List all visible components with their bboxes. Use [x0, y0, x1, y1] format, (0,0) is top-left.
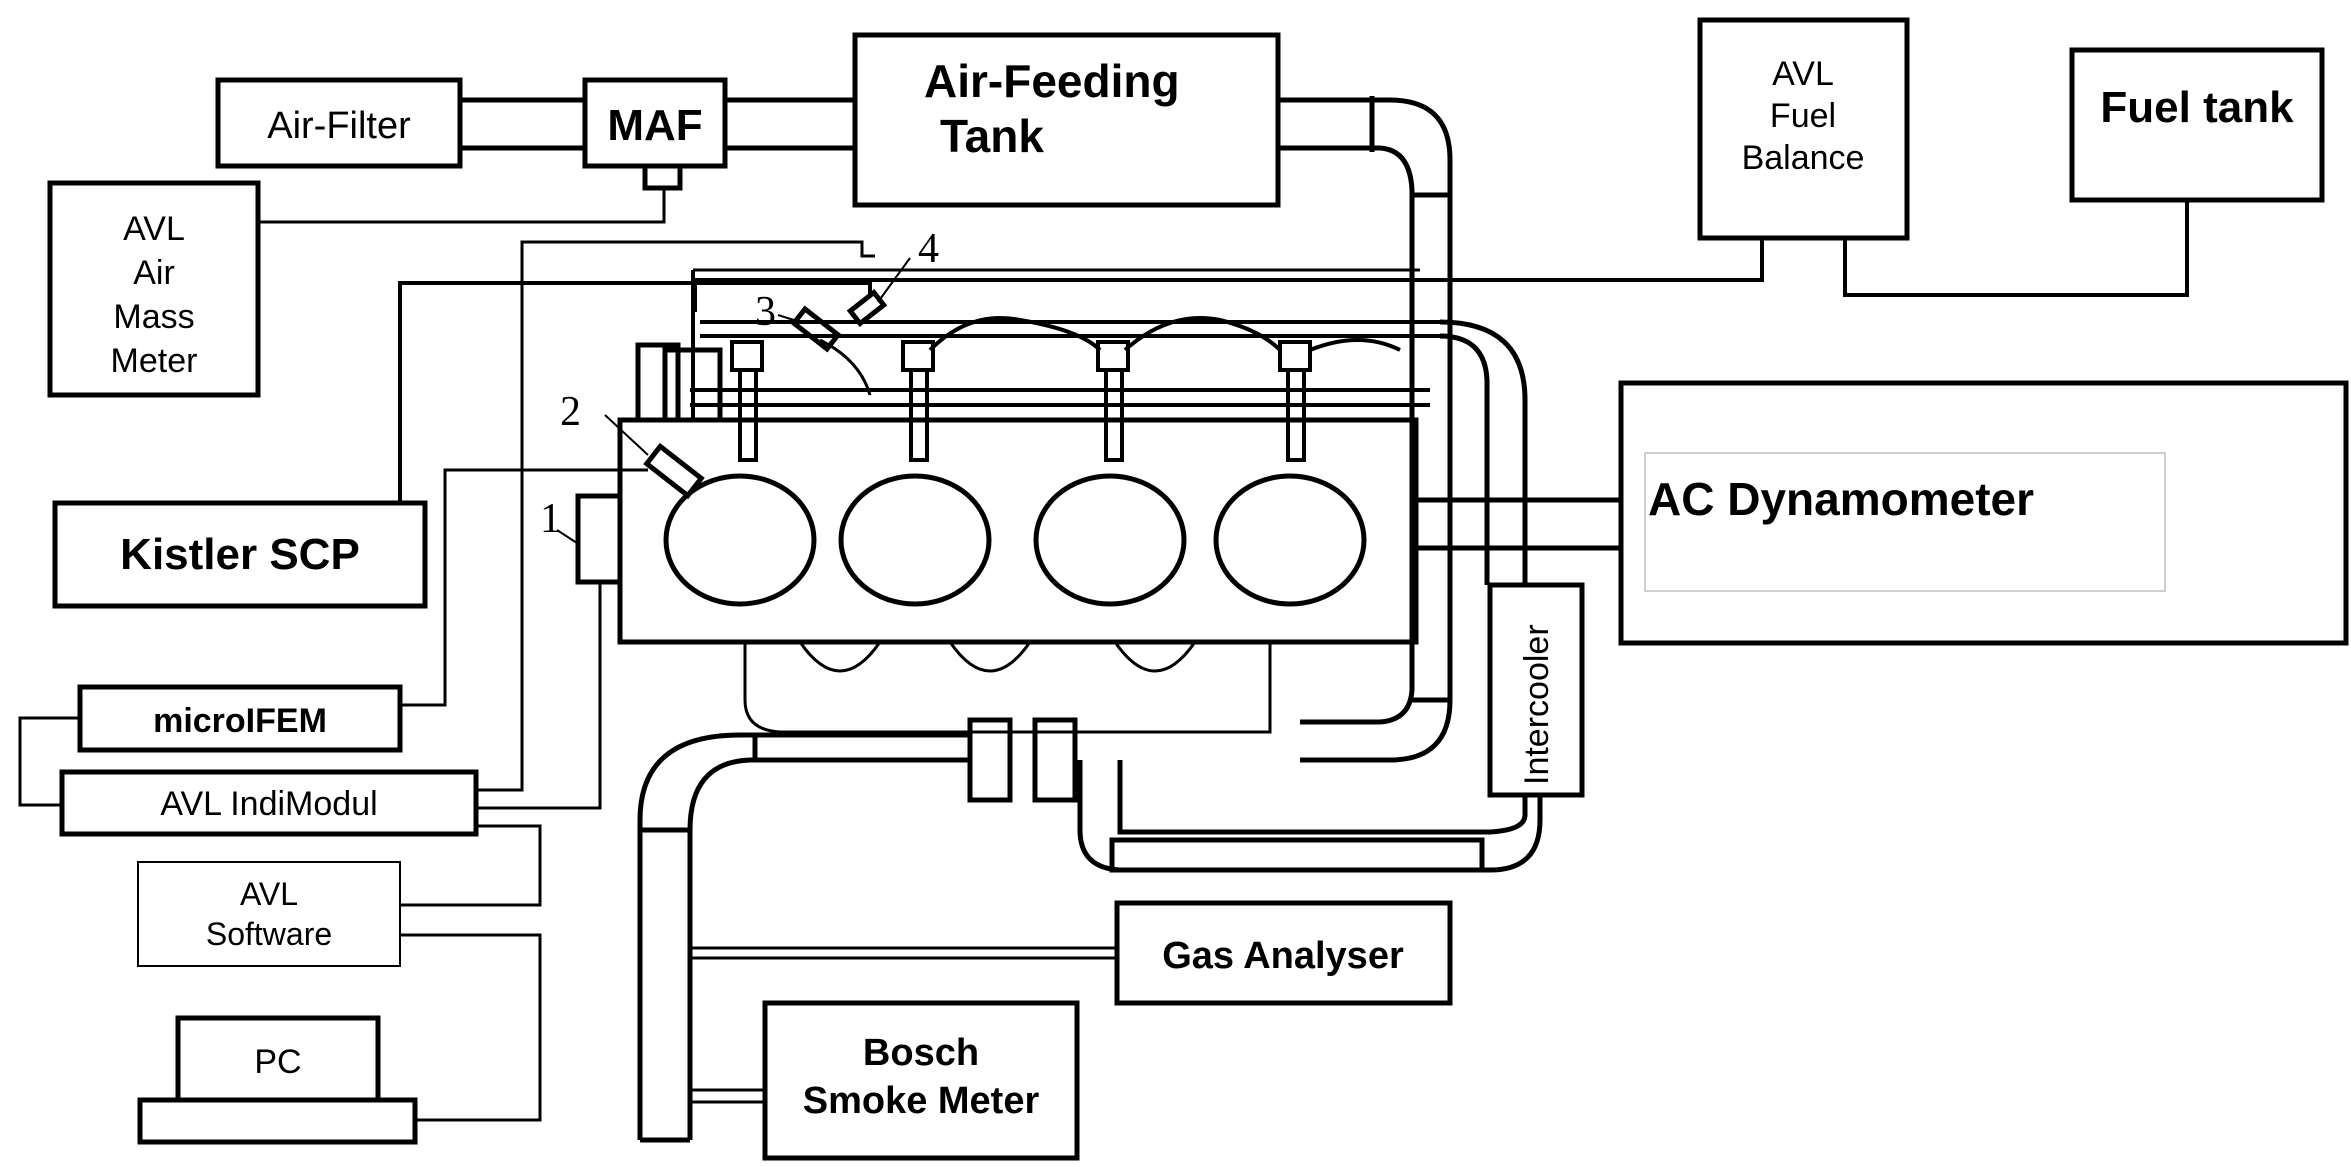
- microifem-label: microIFEM: [153, 702, 327, 740]
- intercooler-piping: Intercooler: [967, 319, 1585, 873]
- software-line1: AVL: [240, 876, 298, 912]
- callout-3: 3: [755, 289, 776, 335]
- crank-angle-encoder: [575, 493, 623, 585]
- smoke-meter-line1: Bosch: [863, 1032, 979, 1074]
- sensor-4: [846, 288, 888, 328]
- microifem-box: microIFEM: [77, 684, 403, 753]
- air-filter-label: Air-Filter: [267, 105, 411, 147]
- kistler-scp-box: Kistler SCP: [52, 500, 428, 609]
- dynamometer-shaft: [1413, 497, 1624, 551]
- intake-manifold-pipe: [1300, 96, 1453, 763]
- maf-box: MAF: [582, 77, 728, 191]
- sensor-2: [643, 442, 705, 500]
- indimodul-wire-a: [476, 240, 875, 792]
- indimodul-label: AVL IndiModul: [160, 785, 377, 823]
- air-tank-label-line2: Tank: [940, 110, 1044, 162]
- cylinder-2: [838, 473, 992, 607]
- maf-sensor: [642, 163, 683, 191]
- fuel-balance-line1: AVL: [1772, 55, 1834, 93]
- fuel-supply-line: [693, 238, 1764, 312]
- exhaust-pipe: [637, 732, 970, 1143]
- kistler-label: Kistler SCP: [120, 530, 360, 579]
- fuel-balance-line3: Balance: [1742, 139, 1865, 177]
- fuel-balance-line2: Fuel: [1770, 97, 1836, 135]
- software-line2: Software: [206, 916, 332, 952]
- software-pc-link: [400, 933, 542, 1122]
- sensor-3: [790, 305, 872, 396]
- air-mass-meter-line2: Air: [133, 254, 175, 292]
- cylinder-3: [1033, 473, 1187, 607]
- intercooler-label: Intercooler: [1518, 624, 1556, 785]
- kistler-wire: [398, 281, 872, 503]
- air-mass-meter-line1: AVL: [123, 210, 185, 248]
- smoke-meter-line2: Smoke Meter: [803, 1080, 1040, 1122]
- air-feeding-tank-box: Air-Feeding Tank: [852, 32, 1281, 208]
- avl-fuel-balance-box: AVL Fuel Balance: [1697, 17, 1910, 241]
- air-filter-box: Air-Filter: [215, 77, 463, 169]
- fuel-tank-box: Fuel tank: [2069, 47, 2325, 203]
- engine-block: [575, 268, 1440, 734]
- maf-signal-wire: [258, 188, 666, 224]
- callout-1: 1: [540, 496, 561, 542]
- maf-label: MAF: [607, 101, 702, 150]
- dynamometer-label: AC Dynamometer: [1648, 473, 2034, 525]
- callout-2: 2: [560, 389, 581, 435]
- fuel-tank-label: Fuel tank: [2100, 83, 2294, 132]
- avl-air-mass-meter-box: AVL Air Mass Meter: [47, 180, 261, 398]
- gas-analyser-label: Gas Analyser: [1162, 935, 1404, 977]
- air-intake-pipe: [460, 97, 1380, 151]
- avl-indimodul-box: AVL IndiModul: [59, 769, 479, 837]
- air-tank-label-line1: Air-Feeding: [924, 55, 1180, 107]
- pressure-sensor-wire: [400, 468, 648, 707]
- callout-4: 4: [918, 226, 939, 272]
- pc-label: PC: [254, 1043, 301, 1081]
- ac-dynamometer-box: AC Dynamometer: [1618, 380, 2349, 646]
- air-mass-meter-line3: Mass: [113, 298, 194, 336]
- avl-software-box: AVL Software: [137, 861, 401, 967]
- air-mass-meter-line4: Meter: [111, 342, 198, 380]
- cylinder-1: [663, 473, 817, 607]
- turbine: [1032, 717, 1078, 803]
- indimodul-software-link: [400, 824, 542, 907]
- indimodul-wire-b: [476, 583, 602, 810]
- cylinder-4: [1213, 473, 1367, 607]
- pc-box: PC: [137, 1015, 418, 1145]
- smoke-meter-box: Bosch Smoke Meter: [762, 1000, 1080, 1161]
- fuel-tank-line: [1843, 200, 2189, 297]
- microifem-indimodul-link: [18, 716, 80, 807]
- fuel-injectors: [730, 316, 1401, 462]
- gas-analyser-box: Gas Analyser: [1114, 900, 1453, 1006]
